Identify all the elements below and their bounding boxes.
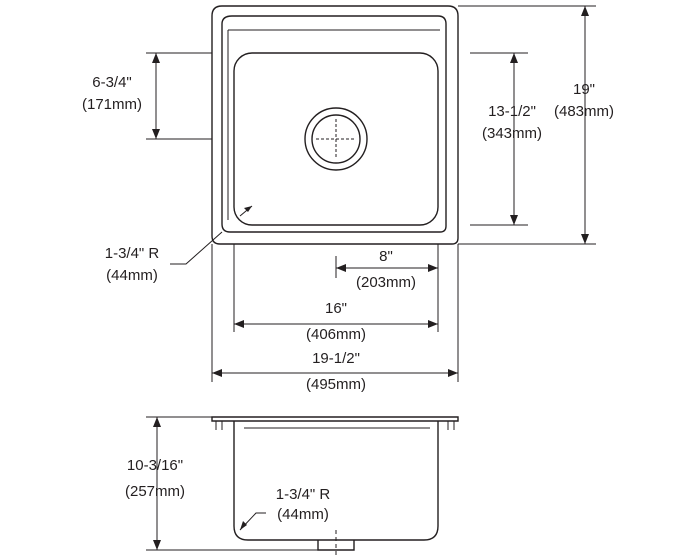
side-drain-outlet xyxy=(317,540,355,551)
drain-center-dimension xyxy=(336,264,438,272)
corner-radius-metric: (44mm) xyxy=(106,267,158,284)
bowl-depth-imperial: 13-1/2" xyxy=(488,103,536,120)
side-corner-radius-metric: (44mm) xyxy=(277,506,329,523)
bowl-deck-line xyxy=(227,29,440,220)
side-depth-imperial: 10-3/16" xyxy=(127,457,183,474)
corner-radius-imperial: 1-3/4" R xyxy=(105,245,160,262)
overall-front-back-imperial: 19" xyxy=(573,81,595,98)
drain-offset-metric: (171mm) xyxy=(82,96,142,113)
sink-bowl xyxy=(233,52,439,226)
sink-outer-rim xyxy=(211,5,459,245)
overall-width-dimension xyxy=(212,369,458,377)
side-corner-radius-leader xyxy=(239,512,266,531)
side-bowl-profile xyxy=(233,421,439,541)
drain-center-imperial: 8" xyxy=(379,248,393,265)
top-view: 6-3/4" (171mm) 13-1/2" (343mm) 19" (483m… xyxy=(82,5,614,393)
corner-radius-leader xyxy=(170,205,253,265)
overall-width-metric: (495mm) xyxy=(306,376,366,393)
bowl-width-imperial: 16" xyxy=(325,300,347,317)
drain xyxy=(304,107,368,171)
drain-center-metric: (203mm) xyxy=(356,274,416,291)
drain-offset-imperial: 6-3/4" xyxy=(92,74,132,91)
side-depth-metric: (257mm) xyxy=(125,483,185,500)
side-depth-dimension xyxy=(146,416,318,551)
side-rim-clips xyxy=(215,421,455,430)
drain-offset-dimension xyxy=(146,52,212,140)
bowl-width-dimension xyxy=(234,320,438,328)
overall-width-imperial: 19-1/2" xyxy=(312,350,360,367)
sink-inner-rim xyxy=(221,15,447,233)
side-corner-radius-imperial: 1-3/4" R xyxy=(276,486,331,503)
bowl-depth-metric: (343mm) xyxy=(482,125,542,142)
extension-lines xyxy=(211,244,459,382)
overall-front-back-dimension xyxy=(458,5,596,245)
bowl-width-metric: (406mm) xyxy=(306,326,366,343)
overall-front-back-metric: (483mm) xyxy=(554,103,614,120)
bowl-depth-dimension xyxy=(470,52,528,226)
side-rim-flange xyxy=(211,416,459,422)
side-view: 10-3/16" (257mm) 1-3/4" R (44mm) xyxy=(125,416,459,556)
